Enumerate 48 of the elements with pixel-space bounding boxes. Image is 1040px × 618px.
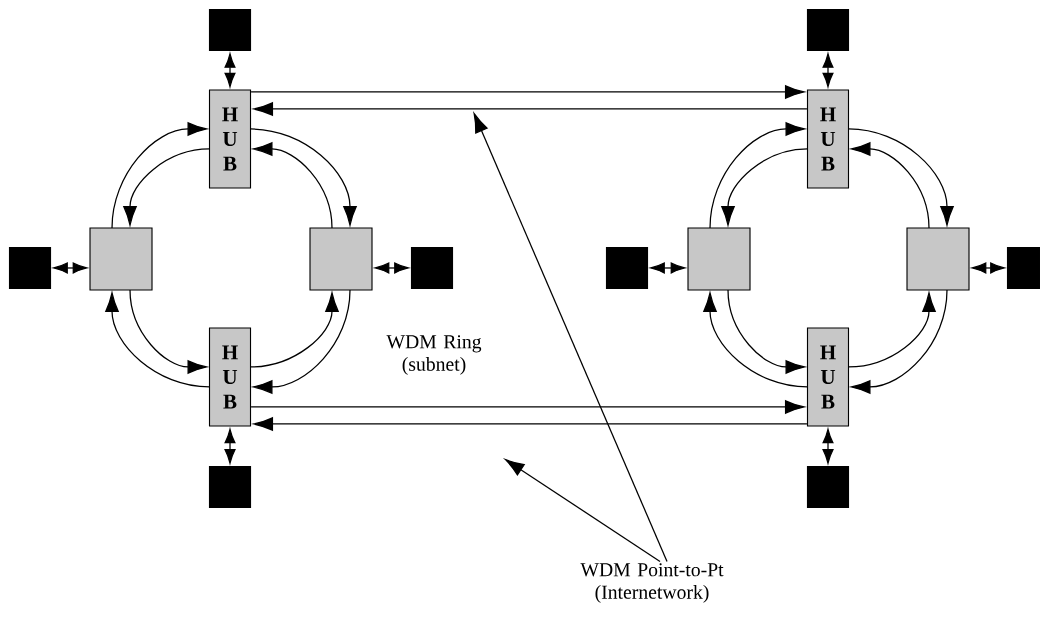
terminal-box: [208, 465, 252, 509]
link-arrow: [822, 53, 834, 88]
node-box: [906, 227, 970, 291]
arrow: [250, 85, 805, 99]
arrow: [129, 289, 208, 374]
arrow: [249, 292, 339, 368]
arrow: [250, 400, 805, 414]
arrow: [123, 148, 211, 226]
arrow: [721, 148, 809, 226]
leader-arrow: [473, 113, 668, 563]
annotation-text: WDM Ring (subnet): [386, 335, 482, 375]
hub-box: H U B: [208, 89, 252, 189]
callout-text: WDM Point-to-Pt (Internetwork): [580, 563, 724, 603]
node-box: [309, 227, 373, 291]
link-arrow: [53, 262, 88, 274]
arrow: [727, 289, 806, 374]
terminal-box: [8, 246, 52, 290]
arrow: [105, 292, 211, 388]
terminal-box: [1006, 246, 1040, 290]
link-arrow: [822, 428, 834, 464]
node-box: [687, 227, 751, 291]
terminal-box: [806, 465, 850, 509]
hub-box: H U B: [806, 89, 850, 189]
link-arrow: [224, 53, 236, 88]
link-arrow: [224, 428, 236, 464]
link-arrow: [971, 262, 1005, 274]
arrow: [850, 142, 930, 229]
arrow: [252, 289, 351, 394]
arrow: [252, 142, 333, 229]
arrow: [709, 122, 806, 229]
arrow: [703, 292, 809, 388]
link-arrow: [374, 262, 409, 274]
terminal-box: [208, 8, 252, 52]
arrow: [850, 289, 948, 394]
arrow: [249, 128, 357, 226]
leader-arrow: [504, 459, 661, 563]
terminal-box: [410, 246, 454, 290]
terminal-box: [806, 8, 850, 52]
arrow: [847, 292, 936, 368]
hub-box: H U B: [806, 327, 850, 427]
arrow: [847, 128, 954, 226]
hub-box: H U B: [208, 327, 252, 427]
link-arrow: [650, 262, 686, 274]
terminal-box: [605, 246, 649, 290]
arrow: [253, 102, 808, 116]
arrow: [111, 122, 208, 229]
arrow: [253, 417, 808, 431]
node-box: [89, 227, 153, 291]
